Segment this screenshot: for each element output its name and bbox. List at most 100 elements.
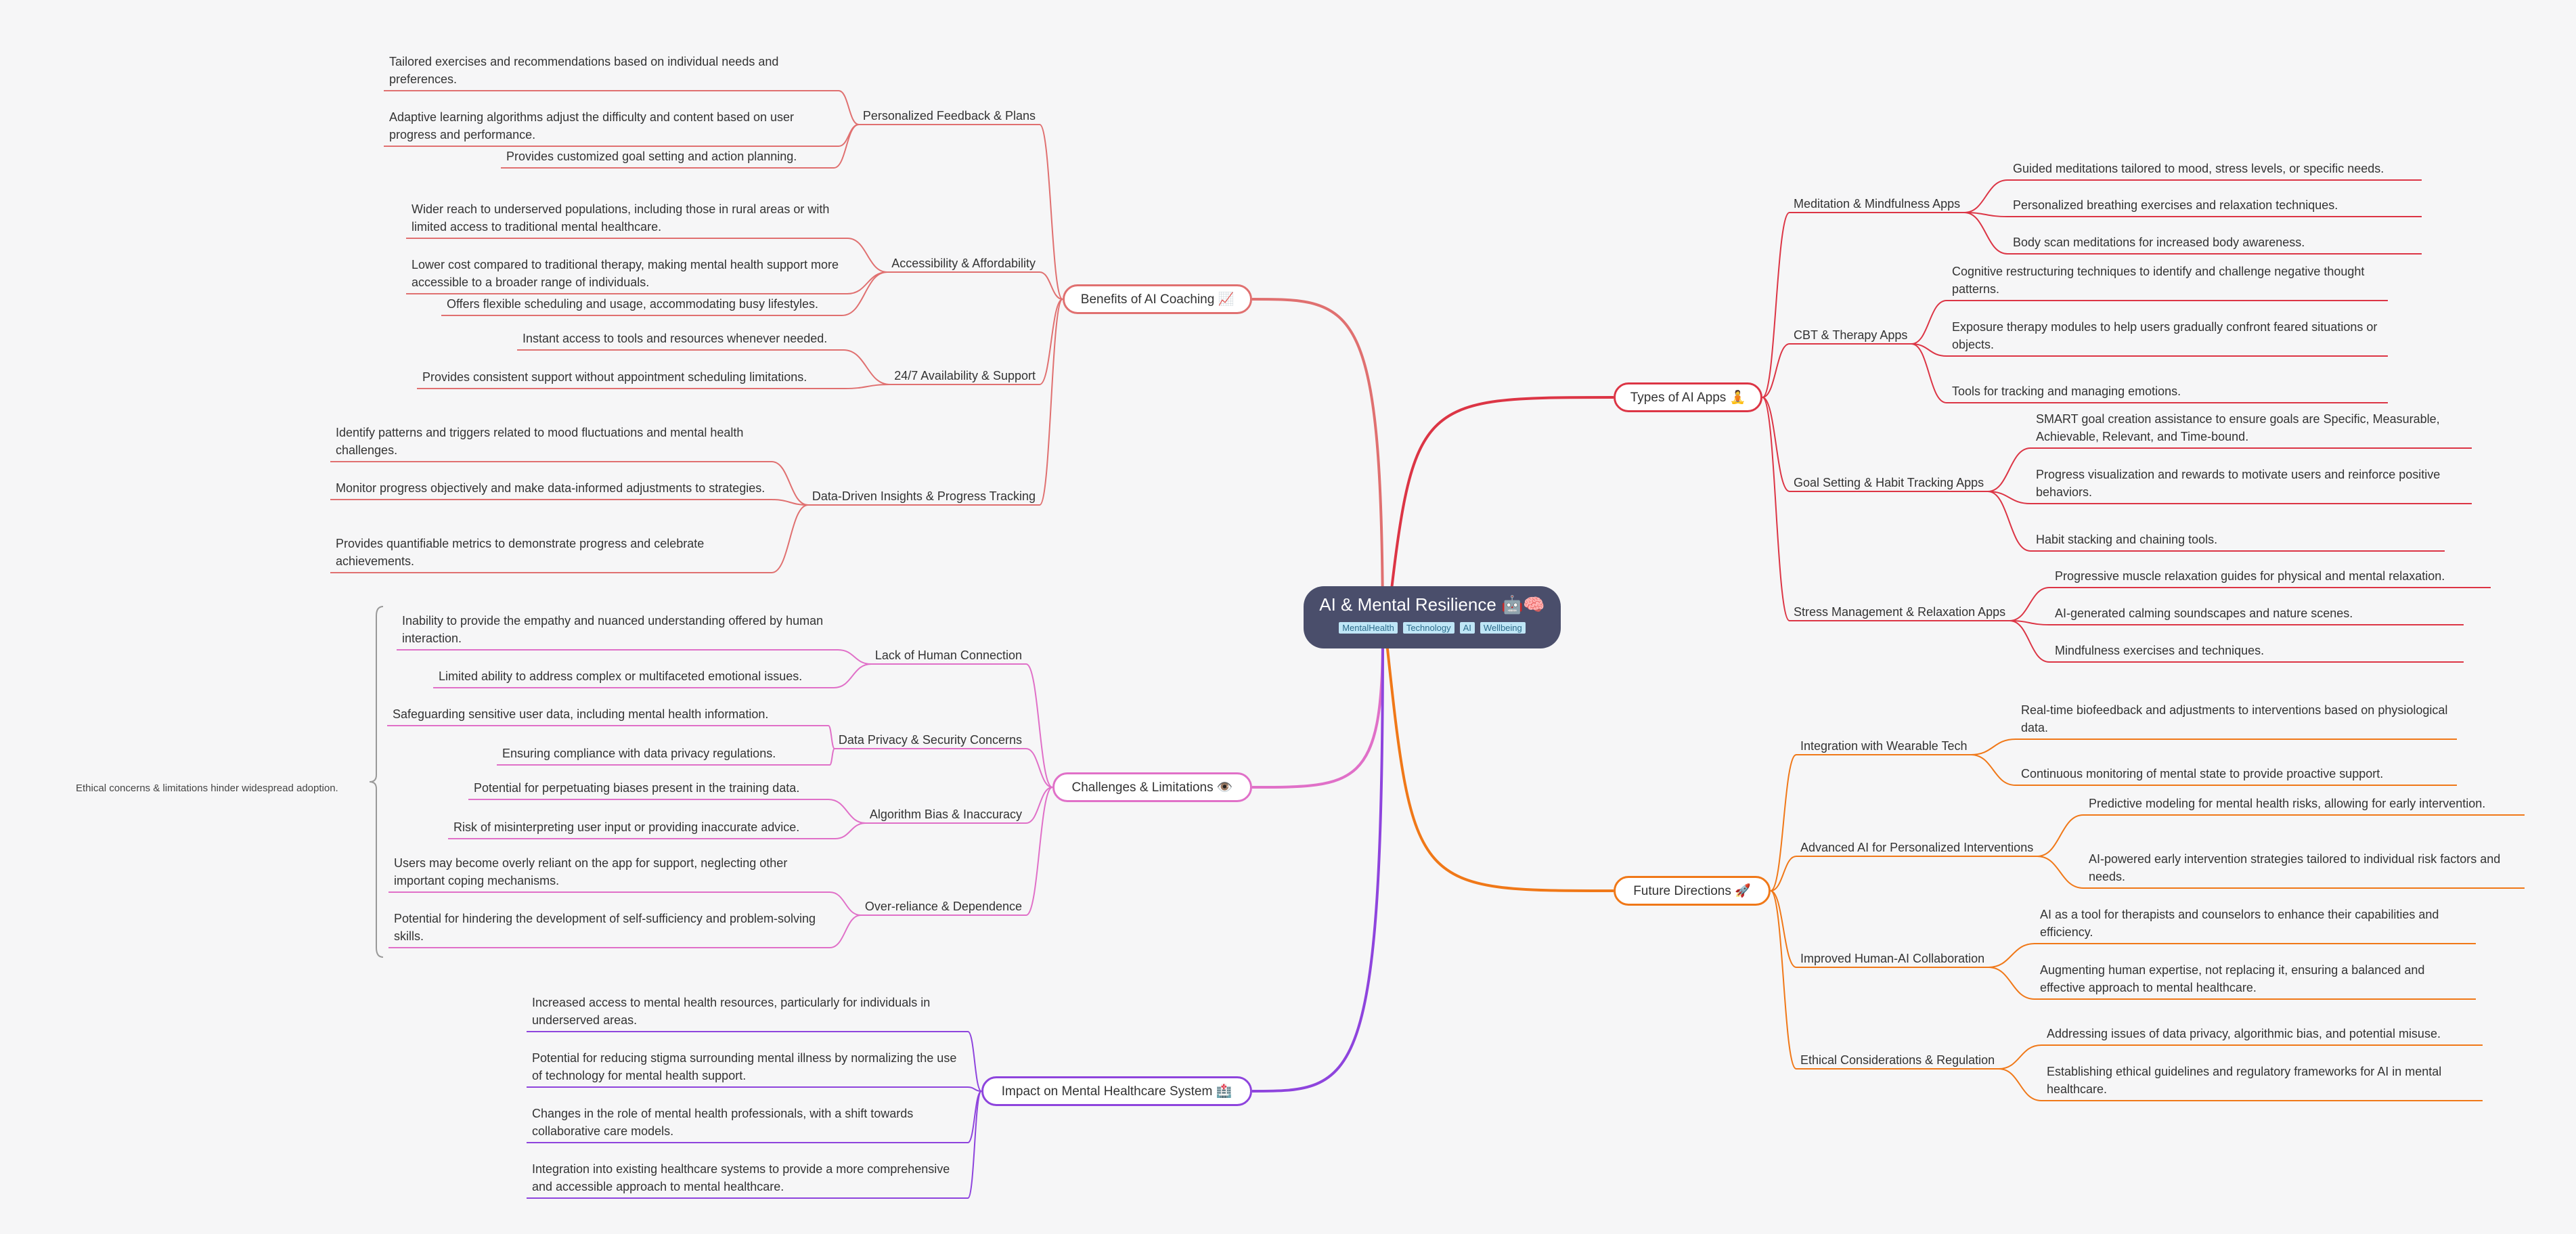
leaf-link-future-2-0 [1988,943,2035,968]
leaf-future-3-0[interactable]: Addressing issues of data privacy, algor… [2047,1027,2441,1040]
leaf-link-types-3-1 [2009,620,2050,625]
link-advanced-ai-for-personalized-interventio [1770,856,1797,891]
leaf-challenges-2-1[interactable]: Risk of misinterpreting user input or pr… [453,820,800,834]
leaf-challenges-0-1[interactable]: Limited ability to address complex or mu… [439,669,803,683]
leaf-link-impact-0-0 [967,1031,982,1092]
leaf-link-challenges-3-0 [829,891,862,916]
tag-wellbeing[interactable]: Wellbeing [1480,622,1526,634]
leaf-challenges-2-0[interactable]: Potential for perpetuating biases presen… [474,781,800,795]
leaf-future-2-0[interactable]: AI as a tool for therapists and counselo… [2040,908,2439,939]
leaf-link-benefits-1-0 [847,238,888,273]
leaf-types-3-2[interactable]: Mindfulness exercises and techniques. [2055,644,2265,657]
subtopic-meditation-mindfulness-apps[interactable]: Meditation & Mindfulness Apps [1794,197,1961,211]
subtopic-improved-human-ai-collaboration[interactable]: Improved Human-AI Collaboration [1800,952,1985,965]
leaf-link-impact-0-1 [967,1086,982,1092]
link-ethical-considerations-regulation [1770,890,1797,1070]
tag-technology[interactable]: Technology [1402,622,1454,634]
branch-future[interactable]: Future Directions 🚀 [1614,876,1771,906]
link-accessibility-affordability [1039,271,1063,300]
root-topic[interactable]: AI & Mental Resilience 🤖🧠 MentalHealth T… [1304,586,1561,648]
tag-mentalhealth[interactable]: MentalHealth [1339,622,1398,634]
leaf-types-2-1[interactable]: Progress visualization and rewards to mo… [2036,468,2441,499]
leaf-challenges-1-1[interactable]: Ensuring compliance with data privacy re… [502,747,776,760]
subtopic-goal-setting-habit-tracking-apps[interactable]: Goal Setting & Habit Tracking Apps [1794,476,1984,489]
leaf-impact-0-3[interactable]: Integration into existing healthcare sys… [532,1162,950,1193]
subtopic-data-privacy-security-concerns[interactable]: Data Privacy & Security Concerns [838,733,1022,747]
leaf-types-2-2[interactable]: Habit stacking and chaining tools. [2036,533,2218,546]
leaf-future-1-1[interactable]: AI-powered early intervention strategies… [2089,852,2501,883]
leaf-types-3-1[interactable]: AI-generated calming soundscapes and nat… [2055,607,2353,620]
leaf-link-benefits-3-0 [771,461,809,506]
leaf-challenges-3-0[interactable]: Users may become overly reliant on the a… [394,856,788,887]
root-tags: MentalHealth Technology AI Wellbeing [1304,622,1561,634]
leaf-benefits-2-1[interactable]: Provides consistent support without appo… [422,370,807,384]
subtopic-algorithm-bias-inaccuracy[interactable]: Algorithm Bias & Inaccuracy [869,808,1022,821]
subtopic-over-reliance-dependence[interactable]: Over-reliance & Dependence [864,900,1022,913]
leaf-future-0-1[interactable]: Continuous monitoring of mental state to… [2021,767,2384,780]
leaf-types-0-0[interactable]: Guided meditations tailored to mood, str… [2013,162,2384,175]
root-link-future [1385,636,1614,892]
leaf-link-future-0-1 [1970,754,2016,786]
leaf-benefits-0-2[interactable]: Provides customized goal setting and act… [506,150,797,163]
leaf-impact-0-0[interactable]: Increased access to mental health resour… [532,996,931,1027]
link-lack-of-human-connection [1025,663,1053,788]
tag-ai[interactable]: AI [1459,622,1475,634]
leaf-benefits-3-2[interactable]: Provides quantifiable metrics to demonst… [336,537,705,568]
link-over-reliance-dependence [1025,787,1053,916]
leaf-link-future-1-0 [2037,814,2084,857]
leaf-impact-0-1[interactable]: Potential for reducing stigma surroundin… [532,1051,957,1082]
branch-types[interactable]: Types of AI Apps 🧘 [1614,382,1762,412]
leaf-link-benefits-3-2 [771,504,809,573]
leaf-benefits-1-2[interactable]: Offers flexible scheduling and usage, ac… [447,297,818,311]
leaf-impact-0-2[interactable]: Changes in the role of mental health pro… [532,1107,914,1138]
leaf-challenges-3-1[interactable]: Potential for hindering the development … [394,912,816,943]
subtopic-integration-with-wearable-tech[interactable]: Integration with Wearable Tech [1800,739,1968,753]
link-goal-setting-habit-tracking-apps [1762,397,1790,492]
leaf-benefits-1-1[interactable]: Lower cost compared to traditional thera… [412,258,839,289]
leaf-benefits-3-1[interactable]: Monitor progress objectively and make da… [336,481,765,495]
summary-brace [369,606,384,958]
subtopic-accessibility-affordability[interactable]: Accessibility & Affordability [891,257,1036,270]
leaf-link-benefits-1-1 [847,271,888,294]
leaf-link-future-3-1 [1998,1068,2042,1101]
leaf-future-2-1[interactable]: Augmenting human expertise, not replacin… [2040,963,2425,994]
leaf-types-3-0[interactable]: Progressive muscle relaxation guides for… [2055,569,2445,583]
leaf-link-benefits-2-0 [843,349,891,385]
leaf-types-2-0[interactable]: SMART goal creation assistance to ensure… [2036,412,2440,443]
subtopic-data-driven-insights-progress-tracking[interactable]: Data-Driven Insights & Progress Tracking [812,489,1036,503]
leaf-benefits-0-1[interactable]: Adaptive learning algorithms adjust the … [389,110,795,141]
leaf-link-challenges-0-1 [833,663,872,688]
branch-benefits[interactable]: Benefits of AI Coaching 📈 [1063,284,1252,314]
leaf-link-benefits-0-0 [838,90,860,125]
leaf-benefits-2-0[interactable]: Instant access to tools and resources wh… [523,332,828,345]
leaf-types-0-2[interactable]: Body scan meditations for increased body… [2013,236,2305,249]
branch-challenges[interactable]: Challenges & Limitations 👁️ [1052,772,1252,802]
subtopic-cbt-therapy-apps[interactable]: CBT & Therapy Apps [1794,328,1908,342]
leaf-types-1-2[interactable]: Tools for tracking and managing emotions… [1952,384,2181,398]
subtopic-personalized-feedback-plans[interactable]: Personalized Feedback & Plans [862,109,1036,123]
leaf-benefits-1-0[interactable]: Wider reach to underserved populations, … [412,202,830,234]
subtopic-ethical-considerations-regulation[interactable]: Ethical Considerations & Regulation [1800,1053,1995,1067]
leaf-benefits-0-0[interactable]: Tailored exercises and recommendations b… [389,55,779,86]
subtopic-advanced-ai-for-personalized-interventio[interactable]: Advanced AI for Personalized Interventio… [1800,841,2034,854]
leaf-types-1-1[interactable]: Exposure therapy modules to help users g… [1952,320,2378,351]
leaf-link-future-3-0 [1998,1044,2042,1070]
leaf-link-future-0-0 [1970,739,2016,755]
leaf-types-1-0[interactable]: Cognitive restructuring techniques to id… [1952,265,2365,296]
link-personalized-feedback-plans [1039,124,1063,300]
leaf-link-types-2-1 [1987,491,2031,504]
subtopic-stress-management-relaxation-apps[interactable]: Stress Management & Relaxation Apps [1794,605,2006,619]
leaf-future-0-0[interactable]: Real-time biofeedback and adjustments to… [2021,703,2448,734]
branch-impact[interactable]: Impact on Mental Healthcare System 🏥 [981,1076,1252,1106]
leaf-future-3-1[interactable]: Establishing ethical guidelines and regu… [2047,1065,2442,1096]
leaf-challenges-0-0[interactable]: Inability to provide the empathy and nua… [402,614,824,645]
subtopic-24-7-availability-support[interactable]: 24/7 Availability & Support [894,369,1036,382]
leaf-challenges-1-0[interactable]: Safeguarding sensitive user data, includ… [393,707,769,721]
leaf-types-0-1[interactable]: Personalized breathing exercises and rel… [2013,198,2338,212]
subtopic-lack-of-human-connection[interactable]: Lack of Human Connection [874,648,1022,662]
leaf-future-1-0[interactable]: Predictive modeling for mental health ri… [2089,797,2486,810]
leaf-link-types-3-0 [2009,587,2050,621]
summary-challenges[interactable]: Ethical concerns & limitations hinder wi… [76,783,338,794]
leaf-benefits-3-0[interactable]: Identify patterns and triggers related t… [336,426,744,457]
